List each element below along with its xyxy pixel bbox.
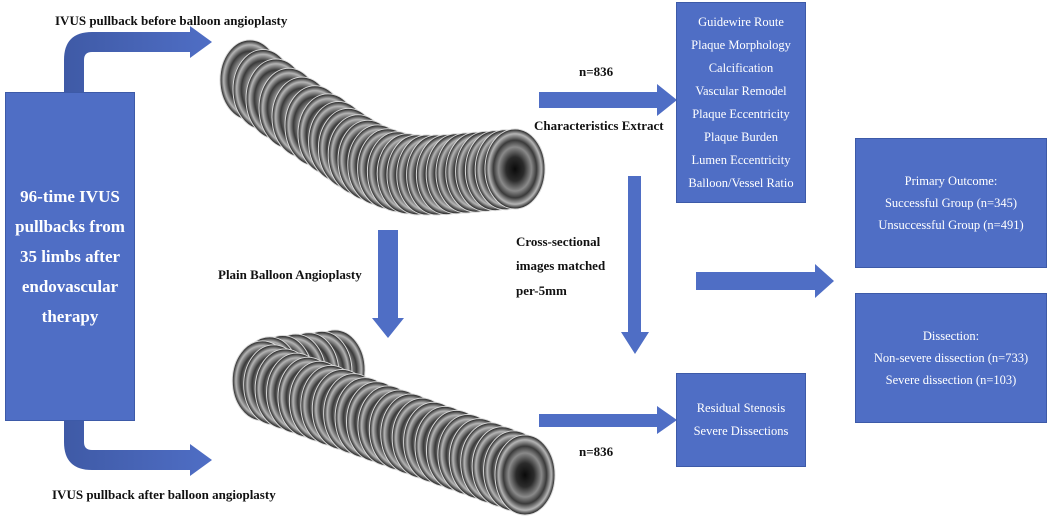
elbow-arrow-bottom [64,420,212,476]
ivus-frame [484,128,546,210]
source-line: therapy [41,306,99,326]
label-n-bottom: n=836 [579,444,614,459]
characteristic-item: Plaque Burden [704,129,778,144]
label-pullback-before: IVUS pullback before balloon angioplasty [55,13,288,28]
ivus-stack-after [231,329,556,516]
ivus-frame [494,434,556,516]
arrow-to-outcomes [696,264,834,298]
primary-outcome-item: Successful Group (n=345) [884,196,1018,210]
label-plain-balloon: Plain Balloon Angioplasty [218,267,362,282]
post-outcome-item: Residual Stenosis [696,401,786,415]
characteristic-item: Vascular Remodel [695,83,787,98]
characteristic-item: Guidewire Route [698,14,784,29]
label-images-matched: images matched [516,258,606,273]
post-outcomes-box: Residual Stenosis Severe Dissections [676,373,806,467]
label-pullback-after: IVUS pullback after balloon angioplasty [52,487,276,502]
label-n-top: n=836 [579,64,614,79]
arrow-down-matched [621,176,649,354]
characteristic-item: Balloon/Vessel Ratio [688,175,794,190]
primary-outcome-box: Primary Outcome: Successful Group (n=345… [855,138,1047,268]
balloon-down-arrow [372,230,404,338]
dissection-item: Severe dissection (n=103) [885,373,1017,387]
source-line: endovascular [21,276,119,296]
source-box: 96-time IVUS pullbacks from 35 limbs aft… [5,92,135,421]
arrow-to-characteristics [539,84,677,116]
label-characteristics-extract: Characteristics Extract [534,118,664,133]
characteristic-item: Lumen Eccentricity [691,152,791,167]
characteristics-box: Guidewire Route Plaque Morphology Calcif… [676,2,806,203]
post-outcome-item: Severe Dissections [693,424,789,438]
primary-outcome-item: Unsuccessful Group (n=491) [878,218,1024,232]
dissection-box: Dissection: Non-severe dissection (n=733… [855,293,1047,423]
primary-outcome-title: Primary Outcome: [904,174,998,188]
source-line: pullbacks from [15,216,125,236]
elbow-arrow-top [64,26,212,92]
characteristic-item: Calcification [708,60,774,75]
dissection-item: Non-severe dissection (n=733) [873,351,1029,365]
ivus-stack-before [219,39,546,216]
source-line: 96-time IVUS [20,186,120,206]
source-line: 35 limbs after [19,246,121,266]
label-cross-sectional: Cross-sectional [516,234,601,249]
dissection-title: Dissection: [922,329,980,343]
label-per-5mm: per-5mm [516,283,567,298]
characteristic-item: Plaque Eccentricity [692,106,790,121]
arrow-to-post-outcomes [539,406,677,434]
characteristic-item: Plaque Morphology [691,37,791,52]
